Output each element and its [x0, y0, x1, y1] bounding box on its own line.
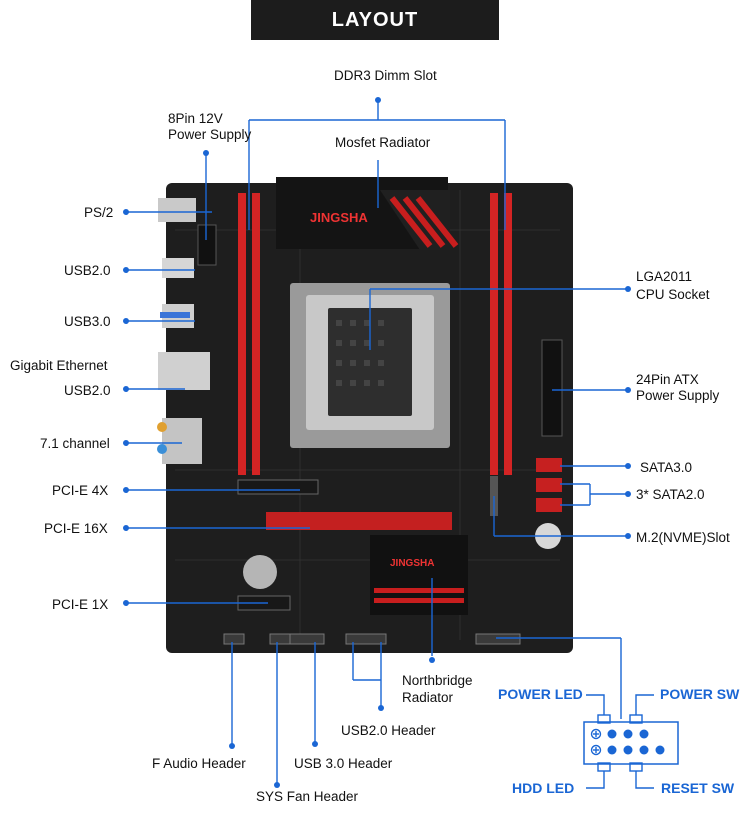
label-mosfet-radiator: Mosfet Radiator	[335, 135, 431, 150]
label-gigabit-ethernet: Gigabit Ethernet	[10, 358, 108, 373]
label-reset-sw: RESET SW	[661, 780, 735, 796]
northbridge-radiator: JINGSHA	[370, 535, 468, 615]
label-8pin-power-line2: Power Supply	[168, 127, 252, 142]
label-usb3: USB3.0	[64, 314, 111, 329]
label-m2-slot: M.2(NVME)Slot	[636, 530, 730, 545]
label-power-sw: POWER SW	[660, 686, 740, 702]
label-cpu-line1: LGA2011	[636, 269, 693, 284]
mosfet-radiator: JINGSHA	[276, 177, 459, 250]
cpu-socket	[290, 283, 450, 448]
nb-logo-text: JINGSHA	[390, 558, 434, 569]
label-sata3: SATA3.0	[640, 460, 693, 475]
label-hdd-led: HDD LED	[512, 780, 575, 796]
brand-logo-text: JINGSHA	[310, 210, 368, 225]
pcie-4x-slot	[237, 479, 319, 495]
label-northbridge-line2: Radiator	[402, 690, 454, 705]
front-panel-pin-diagram	[583, 694, 679, 789]
label-pcie-4x: PCI-E 4X	[52, 483, 109, 498]
label-ddr3-dimm-slot: DDR3 Dimm Slot	[334, 68, 437, 83]
dimm-slots-right	[490, 193, 512, 475]
leader-dots	[123, 97, 631, 788]
atx-connector	[541, 339, 563, 437]
label-ps2: PS/2	[84, 205, 114, 220]
label-northbridge-line1: Northbridge	[402, 673, 473, 688]
label-pcie-1x: PCI-E 1X	[52, 597, 109, 612]
label-atx-line2: Power Supply	[636, 388, 720, 403]
label-sata2: 3* SATA2.0	[636, 487, 705, 502]
label-audio-71: 7.1 channel	[40, 436, 110, 451]
label-f-audio-header: F Audio Header	[152, 756, 246, 771]
label-usb3-header: USB 3.0 Header	[294, 756, 393, 771]
label-power-led: POWER LED	[498, 686, 583, 702]
label-sys-fan-header: SYS Fan Header	[256, 789, 359, 804]
io-ports	[157, 198, 210, 464]
leader-lines	[126, 100, 628, 785]
label-usb2-top: USB2.0	[64, 263, 111, 278]
pcie-16x-slot	[266, 512, 452, 530]
label-pcie-16x: PCI-E 16X	[44, 521, 108, 536]
label-cpu-line2: CPU Socket	[636, 287, 710, 302]
label-usb2-bottom: USB2.0	[64, 383, 111, 398]
dimm-slots-left	[238, 193, 260, 475]
label-atx-line1: 24Pin ATX	[636, 372, 699, 387]
page-title: LAYOUT	[251, 0, 499, 40]
sata-ports	[536, 458, 562, 512]
8pin-connector	[197, 224, 217, 266]
label-usb2-header: USB2.0 Header	[341, 723, 436, 738]
label-8pin-power-line1: 8Pin 12V	[168, 111, 223, 126]
